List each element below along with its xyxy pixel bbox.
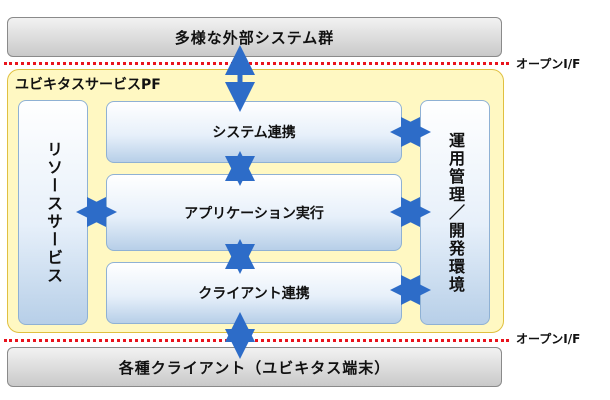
open-if-label-bottom: オープンI/F: [516, 332, 581, 346]
client-link-label: クライアント連携: [198, 286, 310, 302]
app-exec-box: アプリケーション実行: [106, 174, 402, 251]
external-systems-label: 多様な外部システム群: [174, 28, 335, 47]
ops-env-box: 運用管理／開発環境: [420, 100, 490, 325]
app-exec-label: アプリケーション実行: [184, 205, 324, 222]
system-link-label: システム連携: [212, 125, 296, 141]
resource-service-label: リソースサービス: [44, 140, 63, 285]
open-if-label-top: オープンI/F: [516, 57, 581, 71]
ops-env-label: 運用管理／開発環境: [446, 131, 465, 294]
open-if-line-bottom: [4, 339, 509, 342]
clients-label: 各種クライアント（ユビキタス端末）: [118, 358, 391, 377]
open-if-line-top: [4, 62, 509, 65]
platform-title: ユビキタスサービスPF: [15, 77, 161, 93]
